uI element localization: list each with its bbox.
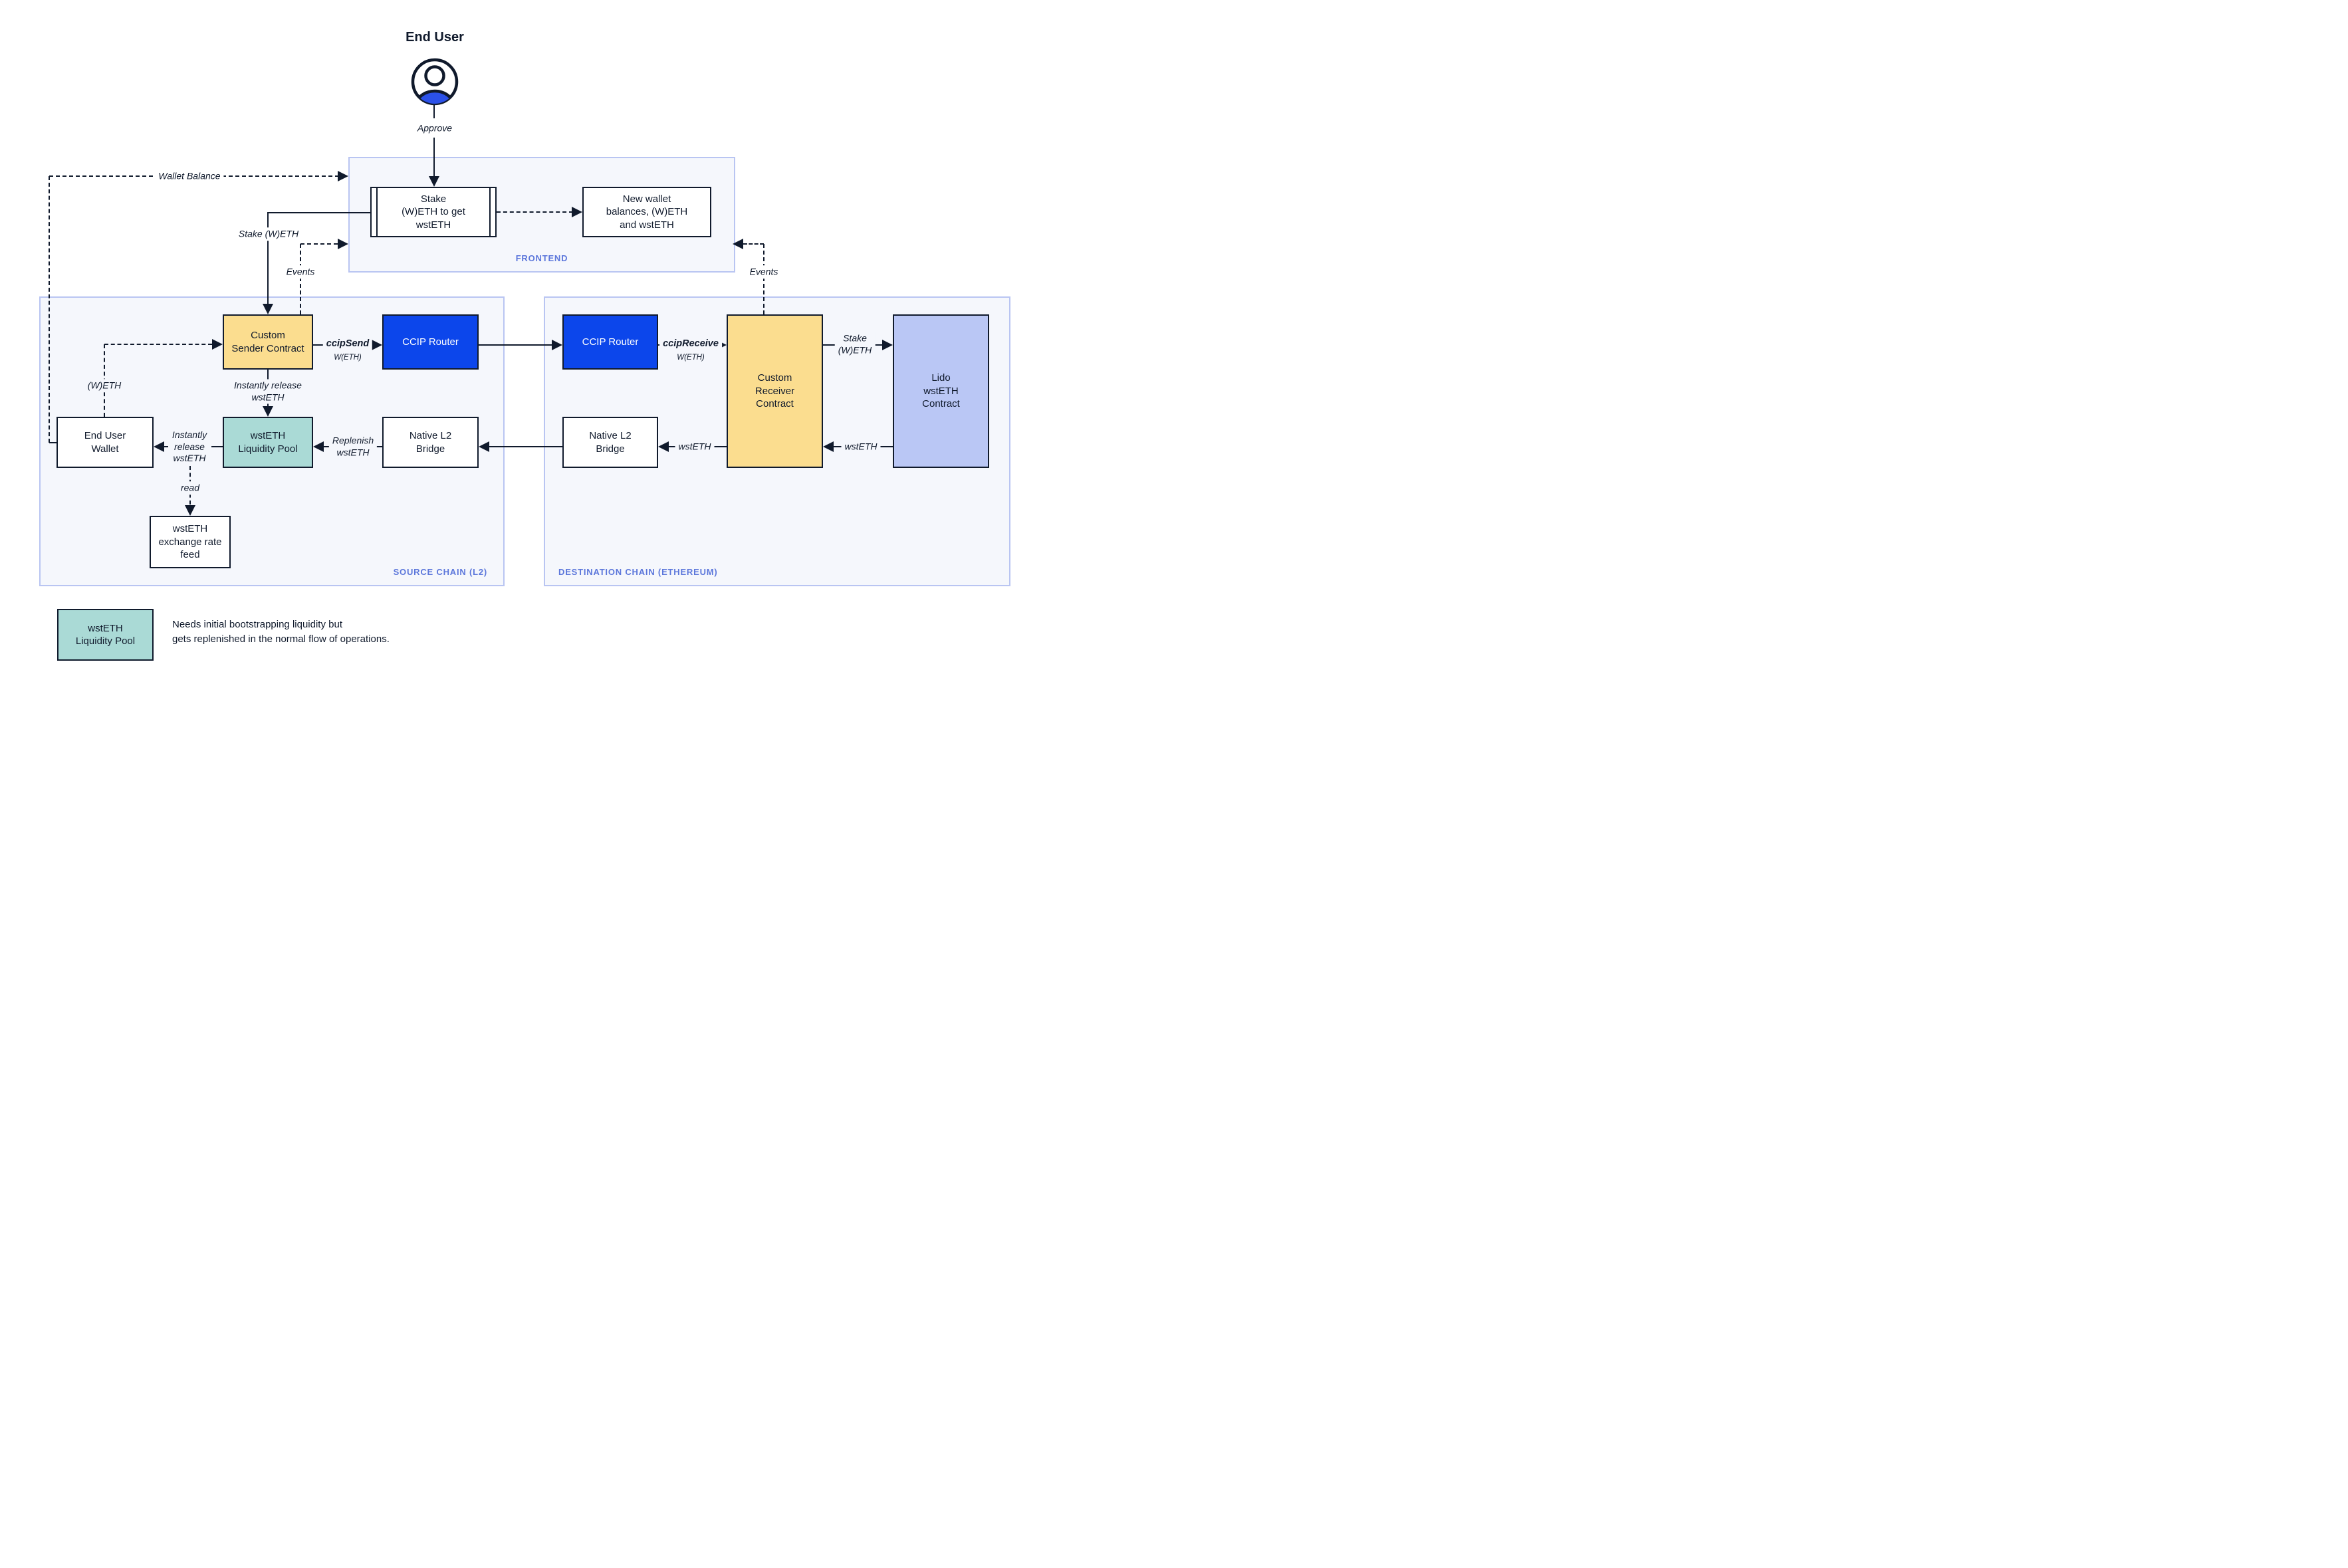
ccipsend-sublabel: W(ETH) [331,352,364,363]
stake-weth-right-label: Stake (W)ETH [834,332,876,357]
stake-weth-right-arrowhead [882,340,893,350]
ccipsend-arrowhead [372,340,382,350]
stake-box-label: Stake (W)ETH to get wstETH [402,193,465,231]
rate-feed-node: wstETH exchange rate feed [150,516,231,568]
lido-contract-label: Lido wstETH Contract [922,372,960,410]
approve-arrowhead [429,176,439,187]
wsteth-to-bridge-line [713,446,727,447]
wsteth-from-lido-label: wstETH [841,440,881,453]
legend-pool-label: wstETH Liquidity Pool [75,622,136,647]
diagram-canvas: FRONTEND SOURCE CHAIN (L2) DESTINATION C… [0,0,1027,686]
ccipreceive-sublabel: W(ETH) [674,352,707,363]
ccip-router-source-node: CCIP Router [382,314,479,370]
wallet-balance-arrowhead [338,171,348,181]
native-bridge-source-node: Native L2 Bridge [382,417,479,468]
weth-arrowhead [212,339,223,350]
weth-label: (W)ETH [84,379,125,392]
events-right-line [743,243,764,245]
events-left-label: Events [283,265,318,279]
wsteth-to-bridge-arrowhead [658,441,669,452]
subroutine-line [376,188,378,236]
router-to-router-line [479,344,552,346]
replenish-label: Replenish wstETH [328,434,378,459]
read-arrowhead [185,505,195,516]
ccipreceive-label: ccipReceive [659,336,722,351]
router-to-router-arrowhead [552,340,562,350]
events-left-line [300,243,338,245]
custom-receiver-node: Custom Receiver Contract [727,314,823,468]
wsteth-from-lido-line [879,446,893,447]
instantly-release-v-line [267,370,269,382]
replenish-arrowhead [313,441,324,452]
approve-line [433,104,435,118]
native-bridge-label: Native L2 Bridge [589,430,632,455]
replenish-line [372,446,382,447]
approve-line [433,138,435,176]
subroutine-line [489,188,491,236]
end-user-title: End User [406,30,464,45]
wallet-balance-line [49,442,57,443]
events-right-label: Events [746,265,782,279]
ccip-router-label: CCIP Router [402,336,459,348]
weth-line [104,344,212,345]
instantly-release-h-label: Instantly release wstETH [168,428,211,465]
end-user-icon [411,58,459,106]
wsteth-to-bridge-label: wstETH [675,440,715,453]
wsteth-to-bridge-line [669,446,677,447]
stake-weth-right-line [874,344,882,346]
new-wallet-box: New wallet balances, (W)ETH and wstETH [582,187,711,237]
instantly-release-h-line [164,446,168,447]
bridge-to-bridge-arrowhead [479,441,489,452]
wsteth-from-lido-arrowhead [823,441,834,452]
approve-label: Approve [413,122,456,135]
events-left-line [300,244,301,314]
legend-pool-box: wstETH Liquidity Pool [57,609,154,661]
new-wallet-label: New wallet balances, (W)ETH and wstETH [606,193,688,231]
source-chain-label: SOURCE CHAIN (L2) [393,567,487,577]
stake-box: Stake (W)ETH to get wstETH [370,187,497,237]
instantly-release-v-label: Instantly release wstETH [231,379,305,404]
ccip-router-dest-node: CCIP Router [562,314,658,370]
end-user-wallet-label: End User Wallet [84,430,126,455]
custom-sender-node: Custom Sender Contract [223,314,313,370]
destination-chain-label: DESTINATION CHAIN (ETHEREUM) [558,567,718,577]
ccipsend-label: ccipSend [322,336,373,351]
replenish-line [324,446,333,447]
stake-to-newwallet-line [497,211,573,213]
wallet-balance-line [49,176,50,443]
lido-contract-node: Lido wstETH Contract [893,314,989,468]
end-user-wallet-node: End User Wallet [57,417,154,468]
stake-weth-label: Stake (W)ETH [235,227,302,241]
wsteth-from-lido-line [834,446,843,447]
events-left-arrowhead [338,239,348,249]
rate-feed-label: wstETH exchange rate feed [158,523,222,561]
instantly-release-v-line [267,402,269,407]
stake-to-newwallet-arrowhead [572,207,582,217]
instantly-release-h-arrowhead [154,441,164,452]
legend-note: Needs initial bootstrapping liquidity bu… [172,619,390,645]
liquidity-pool-label: wstETH Liquidity Pool [238,430,298,455]
liquidity-pool-node: wstETH Liquidity Pool [223,417,313,468]
stake-weth-arrowhead [263,304,273,314]
read-label: read [177,481,203,495]
ccipsend-line [313,344,330,346]
events-right-line [763,244,764,314]
custom-receiver-label: Custom Receiver Contract [755,372,795,410]
instantly-release-v-arrowhead [263,406,273,417]
frontend-label: FRONTEND [515,253,568,263]
custom-sender-label: Custom Sender Contract [231,330,304,354]
stake-weth-line [267,212,269,304]
instantly-release-h-line [211,446,223,447]
wallet-balance-label: Wallet Balance [155,169,224,183]
bridge-to-bridge-line [489,446,562,447]
stake-weth-right-line [823,344,837,346]
native-bridge-label: Native L2 Bridge [409,430,452,455]
stake-weth-line [268,212,370,213]
ccip-router-label: CCIP Router [582,336,639,348]
events-right-arrowhead [733,239,743,249]
native-bridge-dest-node: Native L2 Bridge [562,417,658,468]
